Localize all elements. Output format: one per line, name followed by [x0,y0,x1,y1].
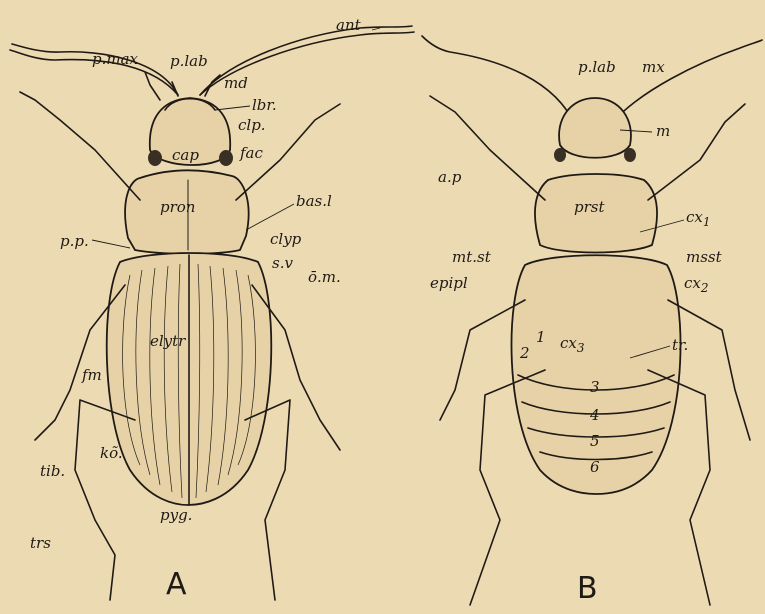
label-b-seg2: 2 [519,344,530,362]
label-p-lab: p.lab [170,52,208,70]
label-b-mx: mx [642,58,665,76]
panel-letter-b: B [577,571,598,606]
label-bas-l: bas.l [296,192,332,210]
label-s-v: s.v [272,254,293,272]
label-b-m: m [656,122,670,140]
label-b-cx2: cx2 [684,274,709,295]
label-p-p: p.p. [60,232,89,250]
label-b-p-lab: p.lab [578,58,616,76]
label-b-seg5: 5 [590,432,600,450]
b-head-capsule [559,98,631,158]
label-fac: fac [239,144,263,162]
label-trs: trs [30,534,51,552]
a-eye-left [148,150,162,166]
label-fm: fm [81,366,102,384]
label-b-seg3: 3 [590,378,600,396]
a-antennae [10,26,414,95]
label-b-seg6: 6 [590,458,600,476]
label-b-cx1: cx1 [686,208,711,229]
label-pron: pron [160,198,195,216]
label-ko: kõ. [100,444,123,462]
label-p-max: p.max [92,50,139,68]
figure-b-ventral-beetle [422,36,762,605]
label-b-msst: msst [686,248,723,266]
label-pyg: pyg. [160,506,192,524]
label-b-tr: tr. [672,336,688,354]
label-cap: cap [172,146,199,164]
label-o-m: ō.m. [308,268,341,286]
label-b-prst: prst [574,198,605,216]
label-b-mt-st: mt.st [452,248,492,266]
label-clyp: clyp [270,230,302,248]
label-md: md [224,74,248,92]
label-b-seg1: 1 [536,328,546,346]
a-eye-right [219,150,233,166]
a-maxillary-palp [145,72,160,100]
label-b-a-p: a.p [438,168,462,186]
label-elytr: elytr [150,332,186,350]
label-b-epipl: epipl [430,274,468,292]
label-clp: clp. [238,116,266,134]
label-ant: ant [336,16,362,34]
label-b-seg4: 4 [589,406,600,424]
label-lbr: lbr. [252,96,277,114]
figure-a-dorsal-beetle [10,26,414,600]
panel-letter-a: A [166,567,187,602]
label-tib: tib. [40,462,65,480]
